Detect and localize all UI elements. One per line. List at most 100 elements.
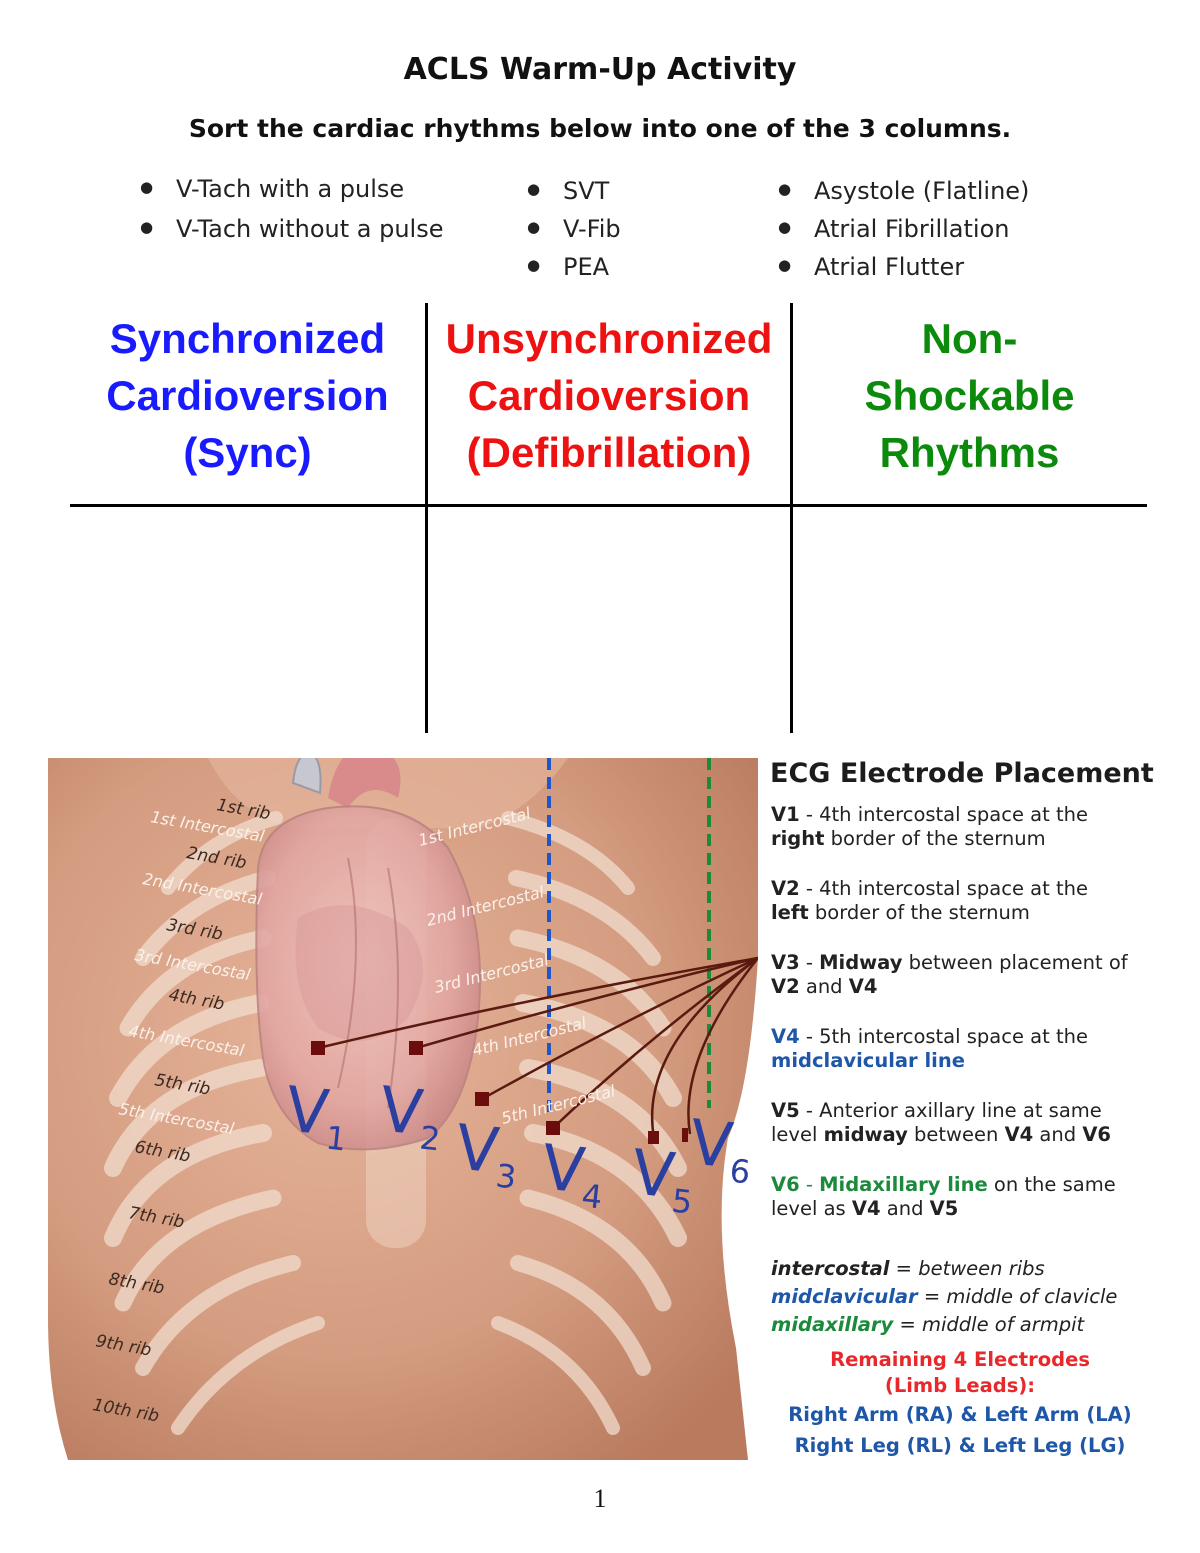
list-item: Atrial Flutter <box>778 248 1029 286</box>
note-text: - 4th intercostal space at the <box>799 803 1088 826</box>
note-text: between <box>907 1123 1005 1146</box>
list-item: PEA <box>527 248 621 286</box>
header-divider <box>70 504 1147 507</box>
lead-label-v3: V3 <box>452 1110 523 1196</box>
lead-label-v2: V2 <box>376 1072 447 1158</box>
electrode-v6 <box>682 1128 688 1142</box>
note-text: border of the sternum <box>824 827 1046 850</box>
lead-label-v4: V4 <box>538 1130 609 1216</box>
ecg-v1-note: V1 - 4th intercostal space at the right … <box>771 803 1088 851</box>
ecg-chest-figure: V1 V2 V3 V4 V5 V6 1st rib 2nd rib 3rd ri… <box>48 758 758 1460</box>
note-text: level as <box>771 1197 852 1220</box>
rhythm-list-2: SVT V-Fib PEA <box>527 172 621 286</box>
note-text: and <box>799 975 849 998</box>
rhythm-list-1: V-Tach with a pulse V-Tach without a pul… <box>140 170 443 250</box>
definition-text: = middle of armpit <box>893 1313 1085 1336</box>
list-item: V-Tach with a pulse <box>140 170 443 210</box>
column-header-line: Non- <box>921 315 1018 362</box>
note-emphasis: midway <box>823 1123 908 1146</box>
list-item: V-Tach without a pulse <box>140 210 443 250</box>
ecg-v2-note: V2 - 4th intercostal space at the left b… <box>771 877 1088 925</box>
note-text: level <box>771 1123 824 1146</box>
note-text: border of the sternum <box>808 901 1030 924</box>
electrodes <box>311 1041 688 1144</box>
definition-text: = between ribs <box>889 1257 1045 1280</box>
chest-anatomy-svg: V1 V2 V3 V4 V5 V6 1st rib 2nd rib 3rd ri… <box>48 758 758 1460</box>
electrode-v5 <box>648 1131 659 1144</box>
limb-leads-heading: Remaining 4 Electrodes <box>830 1348 1090 1371</box>
note-text: - Anterior axillary line at same <box>799 1099 1102 1122</box>
note-text: and <box>1033 1123 1083 1146</box>
note-emphasis: V4 <box>848 975 878 998</box>
lead-name: V5 <box>771 1099 800 1122</box>
electrode-v1 <box>311 1041 325 1055</box>
page-title: ACLS Warm-Up Activity <box>403 52 797 87</box>
ecg-definitions: intercostal = between ribs midclavicular… <box>771 1255 1117 1339</box>
lead-name: V1 <box>771 803 800 826</box>
column-header-line: Shockable <box>864 372 1075 419</box>
page-number: 1 <box>593 1484 607 1513</box>
instructions: Sort the cardiac rhythms below into one … <box>188 114 1012 143</box>
list-item: V-Fib <box>527 210 621 248</box>
definition-term: intercostal <box>771 1257 890 1280</box>
list-item: Atrial Fibrillation <box>778 210 1029 248</box>
note-text: - <box>799 951 820 974</box>
lead-name: V6 <box>771 1173 800 1196</box>
note-emphasis: Midway <box>819 951 903 974</box>
lead-label-v6: V6 <box>686 1105 757 1191</box>
definition-text: = middle of clavicle <box>917 1285 1118 1308</box>
sort-cell-non-shockable[interactable] <box>794 510 1146 730</box>
rhythm-list-3: Asystole (Flatline) Atrial Fibrillation … <box>778 172 1029 286</box>
limb-leads-subheading: (Limb Leads): <box>884 1374 1036 1397</box>
column-header-line: (Sync) <box>183 429 312 476</box>
limb-leads-note: Remaining 4 Electrodes (Limb Leads): Rig… <box>760 1347 1160 1459</box>
lead-label-v1: V1 <box>282 1072 353 1158</box>
note-emphasis: midclavicular line <box>771 1049 965 1072</box>
note-emphasis: Midaxillary line <box>819 1173 988 1196</box>
note-emphasis: left <box>771 901 809 924</box>
note-text: between placement of <box>902 951 1128 974</box>
ecg-v4-note: V4 - 5th intercostal space at the midcla… <box>771 1025 1088 1073</box>
note-emphasis: V4 <box>1004 1123 1034 1146</box>
column-header-line: Cardioversion <box>106 372 389 419</box>
heart-illustration <box>255 758 481 1151</box>
note-text: on the same <box>987 1173 1116 1196</box>
note-text: - <box>799 1173 820 1196</box>
lead-name: V3 <box>771 951 800 974</box>
lead-name: V2 <box>771 877 800 900</box>
ecg-v5-note: V5 - Anterior axillary line at same leve… <box>771 1099 1111 1147</box>
lead-label-v5: V5 <box>628 1135 699 1221</box>
note-emphasis: V4 <box>851 1197 881 1220</box>
ecg-v6-note: V6 - Midaxillary line on the same level … <box>771 1173 1116 1221</box>
column-divider <box>790 303 793 733</box>
note-emphasis: V6 <box>1082 1123 1111 1146</box>
list-item: SVT <box>527 172 621 210</box>
electrode-v3 <box>475 1092 489 1106</box>
column-header-line: Synchronized <box>109 315 386 362</box>
note-emphasis: V5 <box>929 1197 959 1220</box>
column-header-line: Rhythms <box>879 429 1060 476</box>
sort-cell-defibrillation[interactable] <box>429 510 789 730</box>
note-emphasis: V2 <box>771 975 800 998</box>
note-text: - 4th intercostal space at the <box>799 877 1088 900</box>
column-header-line: Cardioversion <box>467 372 751 419</box>
ecg-heading: ECG Electrode Placement <box>770 758 1154 789</box>
limb-leads-legs: Right Leg (RL) & Left Leg (LG) <box>794 1434 1126 1457</box>
electrode-v4 <box>546 1121 560 1135</box>
column-header-line: Unsynchronized <box>445 315 773 362</box>
column-header-line: (Defibrillation) <box>466 429 752 476</box>
definition-term: midclavicular <box>771 1285 918 1308</box>
column-header-synchronized: Synchronized Cardioversion (Sync) <box>70 310 425 481</box>
column-header-non-shockable: Non- Shockable Rhythms <box>793 310 1146 481</box>
definition-term: midaxillary <box>771 1313 894 1336</box>
column-header-unsynchronized: Unsynchronized Cardioversion (Defibrilla… <box>428 310 790 481</box>
note-text: - 5th intercostal space at the <box>799 1025 1088 1048</box>
note-emphasis: right <box>771 827 825 850</box>
limb-leads-arms: Right Arm (RA) & Left Arm (LA) <box>788 1403 1132 1426</box>
lead-wires <box>317 956 758 1139</box>
sort-cell-sync[interactable] <box>72 510 424 730</box>
lead-name: V4 <box>771 1025 800 1048</box>
electrode-v2 <box>409 1041 423 1055</box>
note-text: and <box>880 1197 930 1220</box>
list-item: Asystole (Flatline) <box>778 172 1029 210</box>
